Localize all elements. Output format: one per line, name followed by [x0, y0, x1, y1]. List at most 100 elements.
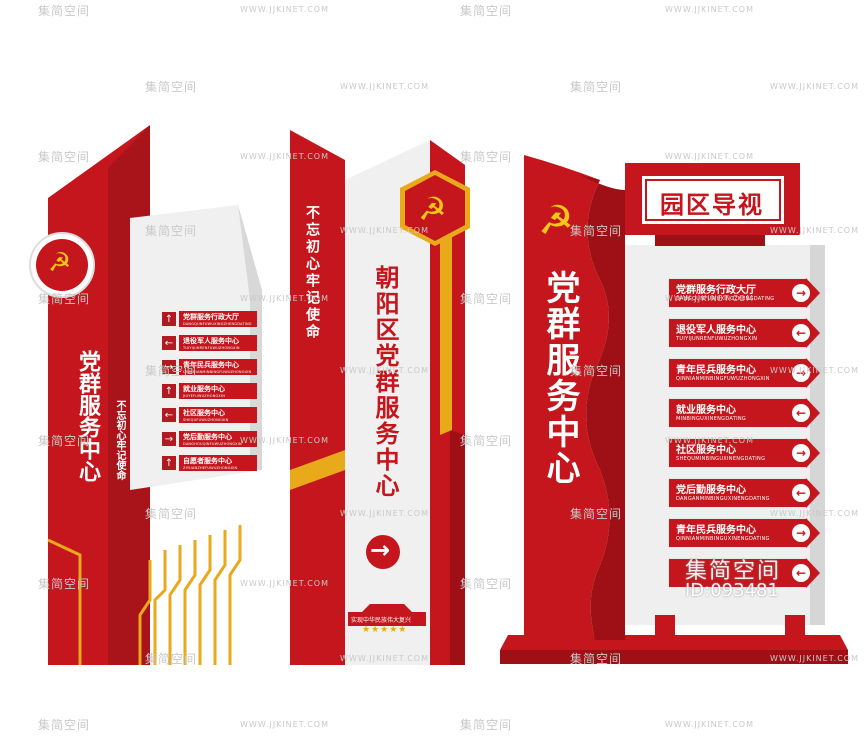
sign-right-header: 园区导视 — [660, 191, 764, 219]
watermark-url: WWW.JJKINET.COM — [340, 366, 429, 375]
row-pinyin: DANGANMINBINGUXINENGDATING — [676, 496, 770, 502]
watermark-brand: 集简空间 — [570, 80, 623, 94]
row-pinyin: QINNIANMINBINGFUWUZHONGXIN — [676, 376, 770, 382]
row-label: 党后勤服务中心 — [183, 433, 232, 441]
row-label: 社区服务中心 — [183, 409, 225, 417]
watermark-url: WWW.JJKINET.COM — [340, 82, 429, 91]
row-pinyin: QINGNIANMINBINGFUWUZHONGXIN — [183, 370, 252, 374]
watermark-brand: 集简空间 — [38, 150, 91, 164]
arrow-right-icon: → — [792, 364, 810, 382]
watermark-url: WWW.JJKINET.COM — [665, 294, 754, 303]
watermark-brand: 集简空间 — [570, 224, 623, 238]
sign-right-row: 社区服务中心 SHEQUMINBINGUXINENGDATING → — [668, 438, 822, 468]
watermark-url: WWW.JJKINET.COM — [665, 5, 754, 14]
arrow-left-icon: ← — [162, 408, 176, 422]
watermark-url: WWW.JJKINET.COM — [770, 82, 859, 91]
watermark-brand: 集简空间 — [570, 507, 623, 521]
sign-right-row: 党群服务行政大厅 DANGQUNFUWUXINGZHENGDATING → — [668, 278, 822, 308]
row-pinyin: SHEQUFUWUZHONGXIN — [183, 418, 229, 422]
row-label: 青年民兵服务中心 — [183, 361, 239, 369]
arrow-right-icon: → — [162, 360, 176, 374]
arrow-right-icon: → — [370, 536, 391, 564]
watermark-brand: 集简空间 — [460, 577, 513, 591]
watermark-brand: 集简空间 — [460, 4, 513, 18]
arrow-right-icon: → — [792, 444, 810, 462]
watermark-url: WWW.JJKINET.COM — [240, 720, 329, 729]
arrow-left-icon: ← — [792, 484, 810, 502]
watermark-brand: 集简空间 — [145, 224, 198, 238]
sign-right-row: 党后勤服务中心 DANGANMINBINGUXINENGDATING ← — [668, 478, 822, 508]
watermark-brand: 集简空间 — [145, 364, 198, 378]
row-pinyin: TUIYIJUNRENFUWUZHONGXIN — [183, 346, 240, 350]
arrow-up-icon: ↑ — [162, 312, 176, 326]
watermark-brand: 集简空间 — [145, 507, 198, 521]
sign-right-row: 青年民兵服务中心 QINNIANMINBINGFUWUZHONGXIN → — [668, 358, 822, 388]
row-label: 党群服务行政大厅 — [183, 313, 239, 321]
hammer-sickle-icon: ☭ — [418, 190, 447, 228]
watermark-url: WWW.JJKINET.COM — [240, 152, 329, 161]
arrow-left-icon: ← — [792, 404, 810, 422]
hammer-sickle-icon: ☭ — [538, 198, 574, 244]
row-label: 青年民兵服务中心 — [676, 525, 756, 536]
sign-right-row: 退役军人服务中心 TUIYIJUNRENFUWUZHONGXIN ← — [668, 318, 822, 348]
overlay-brand: 集简空间 — [685, 559, 782, 584]
watermark-brand: 集简空间 — [460, 150, 513, 164]
watermark-brand: 集简空间 — [38, 434, 91, 448]
row-pinyin: SHEQUMINBINGUXINENGDATING — [676, 456, 766, 462]
watermark-url: WWW.JJKINET.COM — [770, 366, 859, 375]
row-label: 退役军人服务中心 — [676, 325, 756, 336]
row-label: 青年民兵服务中心 — [676, 365, 756, 376]
sign-right-row: 就业服务中心 MINBINGUXINENGDATING ← — [668, 398, 822, 428]
watermark-brand: 集简空间 — [570, 364, 623, 378]
arrow-up-icon: ↑ — [162, 384, 176, 398]
row-label: 自愿者服务中心 — [183, 457, 232, 465]
sign-right-row: ← — [668, 558, 822, 588]
row-pinyin: ZIYUANZHEFUWUZHONGXIN — [183, 466, 238, 470]
watermark-brand: 集简空间 — [38, 4, 91, 18]
row-pinyin: JIUYEFUWUZHONGXIN — [183, 394, 226, 398]
watermark-url: WWW.JJKINET.COM — [770, 654, 859, 663]
row-label: 社区服务中心 — [676, 445, 736, 456]
row-label: 退役军人服务中心 — [183, 337, 239, 345]
watermark-url: WWW.JJKINET.COM — [340, 226, 429, 235]
row-pinyin: MINBINGUXINENGDATING — [676, 416, 747, 422]
watermark-url: WWW.JJKINET.COM — [665, 152, 754, 161]
sign-left-title: 党群服务中心 — [75, 350, 100, 482]
watermark-brand: 集简空间 — [145, 80, 198, 94]
watermark-url: WWW.JJKINET.COM — [240, 579, 329, 588]
hammer-sickle-icon: ☭ — [48, 248, 72, 278]
watermark-url: WWW.JJKINET.COM — [240, 5, 329, 14]
sign-middle-badge: 实现中华民族伟大复兴 — [351, 617, 412, 624]
row-label: 党群服务行政大厅 — [676, 285, 756, 296]
arrow-left-icon: ← — [792, 324, 810, 342]
watermark-brand: 集简空间 — [460, 292, 513, 306]
row-pinyin: DANGQUNFUWUXINGZHENGDATING — [676, 296, 775, 302]
sign-right-title: 党群服务中心 — [540, 270, 580, 486]
watermark-url: WWW.JJKINET.COM — [665, 436, 754, 445]
row-label: 党后勤服务中心 — [676, 485, 746, 496]
sign-middle-slogan: 不忘初心牢记使命 — [304, 205, 320, 341]
sign-middle-title: 朝阳区党群服务中心 — [371, 265, 399, 499]
arrow-right-icon: → — [792, 284, 810, 302]
row-label: 就业服务中心 — [183, 385, 225, 393]
arrow-left-icon: ← — [162, 336, 176, 350]
watermark-brand: 集简空间 — [38, 718, 91, 732]
watermark-brand: 集简空间 — [38, 577, 91, 591]
watermark-brand: 集简空间 — [460, 718, 513, 732]
watermark-url: WWW.JJKINET.COM — [770, 226, 859, 235]
watermark-brand: 集简空间 — [460, 434, 513, 448]
watermark-url: WWW.JJKINET.COM — [340, 654, 429, 663]
overlay-id: ID:093481 — [685, 580, 779, 601]
watermark-url: WWW.JJKINET.COM — [665, 720, 754, 729]
arrow-right-icon: → — [792, 524, 810, 542]
sign-right-row: 青年民兵服务中心 QINNIANMINBINGUXINENGDATING → — [668, 518, 822, 548]
row-pinyin: QINNIANMINBINGUXINENGDATING — [676, 536, 770, 542]
